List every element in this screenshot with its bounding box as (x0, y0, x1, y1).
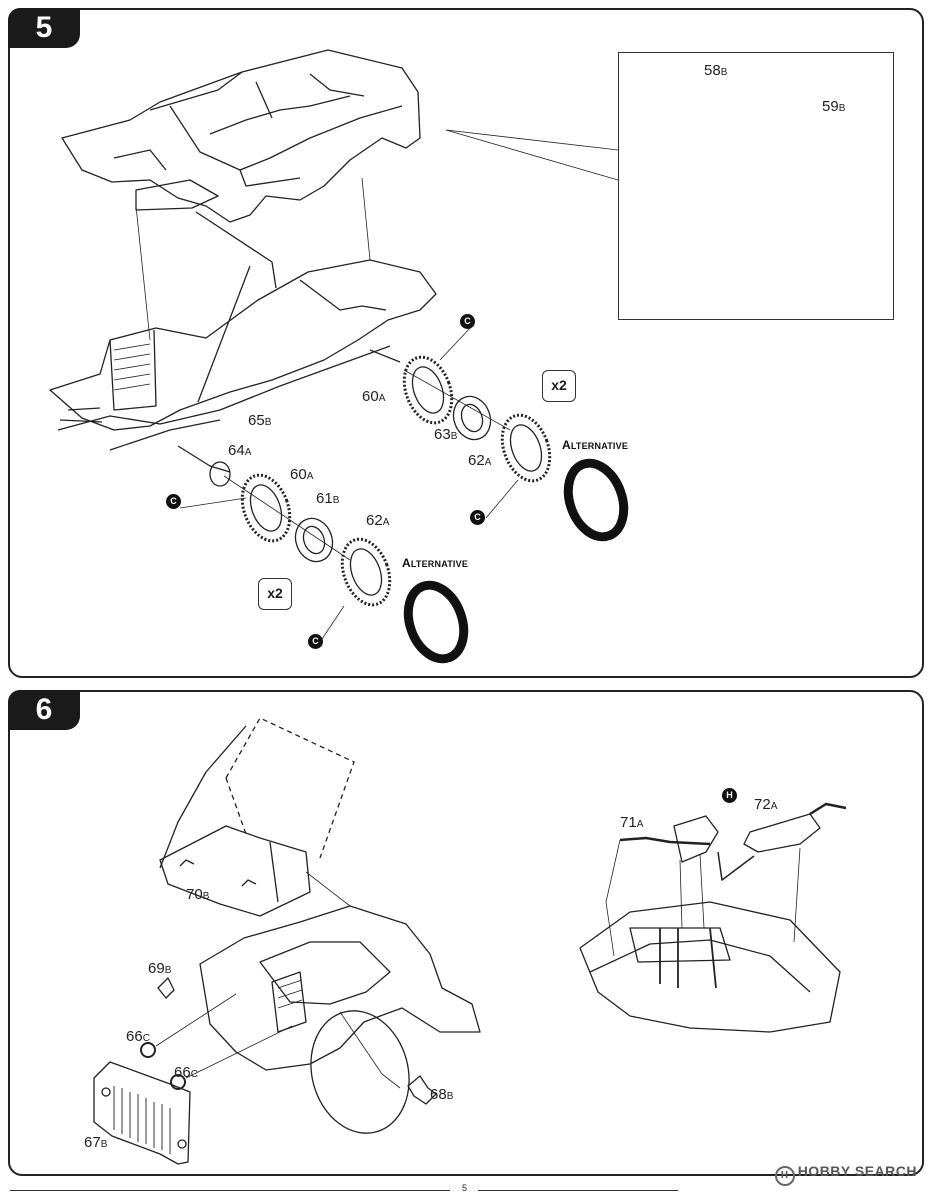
step-5-panel: 5 (8, 8, 924, 678)
step-number-6: 6 (8, 690, 80, 730)
part-label-70: 70B (186, 886, 210, 903)
watermark-logo-icon: H (774, 1166, 795, 1186)
footer-rule-left (10, 1190, 450, 1191)
multiplier-rear: x2 (542, 370, 576, 402)
part-label-60-rear: 60A (362, 388, 386, 405)
alternative-label-rear: Alternative (562, 438, 629, 452)
detail-inset (618, 52, 894, 320)
part-label-62-front: 62A (366, 512, 390, 529)
part-label-63: 63B (434, 426, 458, 443)
part-label-71: 71A (620, 814, 644, 831)
watermark-text: HOBBY SEARCH (797, 1163, 917, 1179)
footer-rule-right (478, 1190, 678, 1191)
glue-badge-c-2: C (470, 510, 485, 525)
multiplier-front: x2 (258, 578, 292, 610)
glue-badge-h: H (722, 788, 737, 803)
part-label-69: 69B (148, 960, 172, 977)
part-label-62-rear: 62A (468, 452, 492, 469)
part-label-68: 68B (430, 1086, 454, 1103)
part-label-66-upper: 66C (126, 1028, 150, 1045)
part-label-59: 59B (822, 98, 846, 115)
part-label-66-lower: 66C (174, 1064, 198, 1081)
step-6-panel: 6 (8, 690, 924, 1176)
part-label-58: 58B (704, 62, 728, 79)
part-label-67: 67B (84, 1134, 108, 1151)
step-number-5: 5 (8, 8, 80, 48)
page-number: 5 (461, 1183, 467, 1193)
glue-badge-c-1: C (460, 314, 475, 329)
glue-badge-c-4: C (308, 634, 323, 649)
alternative-label-front: Alternative (402, 556, 469, 570)
part-label-65: 65B (248, 412, 272, 429)
glue-badge-c-3: C (166, 494, 181, 509)
part-label-60-front: 60A (290, 466, 314, 483)
part-label-64: 64A (228, 442, 252, 459)
part-label-72: 72A (754, 796, 778, 813)
step-6-illustration (93, 717, 847, 1165)
part-label-61: 61B (316, 490, 340, 507)
